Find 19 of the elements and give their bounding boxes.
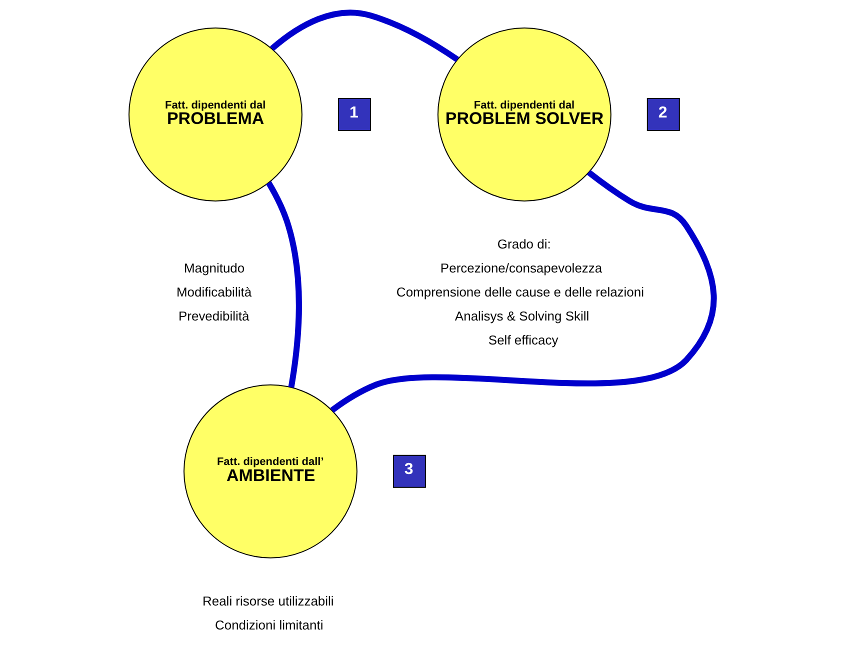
connector (266, 181, 302, 388)
node-box: 3 (392, 454, 426, 488)
node-label: Percezione/consapevolezza (440, 260, 602, 276)
connector (330, 170, 717, 413)
node-label: Condizioni limitanti (214, 617, 324, 632)
node-label: Modificabilità (176, 284, 252, 300)
node-box: 1 (338, 98, 371, 131)
node-label: Analisys & Solving Skill (454, 308, 590, 324)
node-circle: Fatt. dipendenti dal PROBLEM SOLVER (437, 27, 612, 202)
node-label: Reali risorse utilizzabili (202, 593, 334, 608)
node-label: Grado di: (497, 236, 551, 252)
node-label: Comprensione delle cause e delle relazioni (396, 284, 644, 300)
connector (270, 10, 459, 62)
node-box: 2 (646, 98, 680, 131)
node-label: Magnitudo (184, 260, 245, 276)
node-label: Self efficacy (488, 332, 558, 348)
node-label: Prevedibilità (178, 308, 250, 324)
node-circle: Fatt. dipendenti dal PROBLEMA (128, 27, 302, 202)
node-circle: Fatt. dipendenti dall’ AMBIENTE (184, 384, 358, 558)
